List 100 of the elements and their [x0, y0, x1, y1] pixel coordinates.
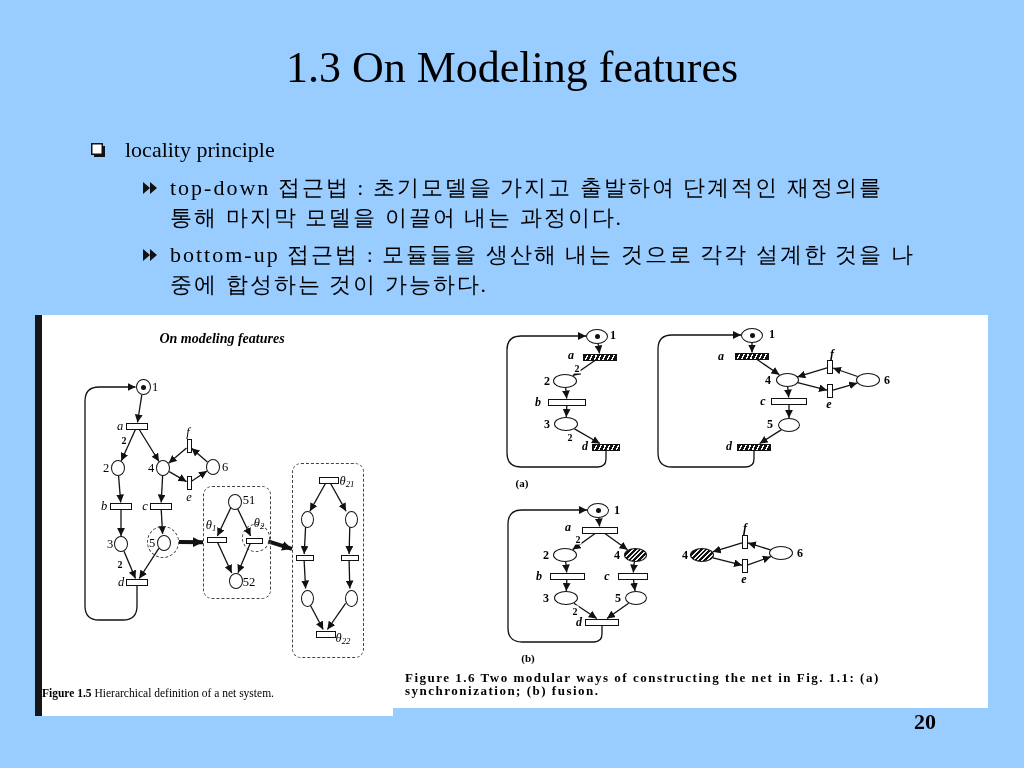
- transition-label: a: [565, 520, 571, 534]
- arrow: [346, 559, 353, 590]
- transition-bar: [186, 439, 192, 453]
- place-label: 2: [102, 461, 110, 475]
- transition-bar: [582, 526, 618, 534]
- arrow: [329, 481, 347, 512]
- place-label: 1: [614, 503, 620, 517]
- place-label: 4: [765, 373, 771, 387]
- arrow: [784, 386, 791, 399]
- transition-bar: [319, 476, 339, 484]
- arrow: [118, 508, 124, 537]
- arrow: [309, 481, 327, 512]
- arrow: [159, 508, 166, 535]
- arrow: [120, 428, 137, 462]
- place-label: 4: [147, 461, 155, 475]
- arrow: [631, 578, 637, 592]
- arrow: [758, 429, 782, 445]
- place-label: 4: [614, 548, 620, 562]
- transition-label: a: [568, 348, 574, 362]
- place-label: 1: [610, 328, 616, 342]
- transition-label: e: [826, 397, 832, 411]
- transition-bar: [110, 502, 132, 510]
- arrow: [604, 532, 629, 551]
- place-label: 1: [769, 327, 775, 341]
- arrow: [832, 367, 859, 378]
- transition-bar: [296, 555, 314, 561]
- arrow: [236, 507, 252, 537]
- arrow: [657, 332, 755, 468]
- thick-arrow: [179, 538, 203, 546]
- figure-caption: Figure 1.6 Two modular ways of constructing the net in Fig. 1.1: (a) synchronization; (b) fusion.: [405, 671, 881, 697]
- place-label: 5: [615, 591, 621, 605]
- place-label: 51: [242, 493, 256, 507]
- transition-bar: [742, 559, 748, 573]
- arrow: [346, 525, 353, 555]
- transition-bar: [549, 572, 585, 580]
- place-label: 1: [151, 380, 159, 394]
- arrow: [832, 382, 858, 391]
- transition-label: θ$_{21}$: [339, 474, 355, 492]
- transition-label: θ$_{22}$: [335, 631, 351, 649]
- arrow: [712, 557, 743, 567]
- transition-label: c: [604, 569, 610, 583]
- arrow: [138, 428, 160, 463]
- arrow: [595, 342, 602, 355]
- place-label: 3: [544, 417, 550, 431]
- transition-label: d: [117, 575, 125, 589]
- transition-label: θ$_{1}$: [205, 518, 217, 536]
- transition-label: b: [100, 499, 108, 513]
- transition-label: d: [582, 439, 588, 453]
- place-label: 2: [543, 548, 549, 562]
- transition-bar: [585, 618, 619, 626]
- place-label: 5: [148, 536, 156, 550]
- place-label: 4: [682, 548, 688, 562]
- transition-label: c: [142, 499, 148, 513]
- figure-heading: On modeling features: [159, 330, 285, 348]
- arrow: [123, 550, 137, 580]
- transition-label: d: [576, 615, 582, 629]
- transition-bar: [126, 578, 148, 586]
- transition-label: f: [830, 347, 834, 361]
- transition-bar: [592, 443, 620, 451]
- transition-bar: [341, 555, 359, 561]
- subfigure-label: (b): [521, 651, 535, 665]
- arrow: [786, 403, 792, 419]
- transition-bar: [742, 535, 748, 549]
- arrow: [84, 384, 138, 621]
- edge-label: 2: [571, 605, 579, 617]
- place-label: 5: [767, 417, 773, 431]
- transition-label: e: [741, 572, 747, 586]
- edge-label: 2: [573, 362, 581, 374]
- arrow: [606, 602, 630, 620]
- place-label: 6: [221, 460, 229, 474]
- arrow: [190, 470, 208, 482]
- dashed-box: [292, 463, 364, 658]
- arrow: [135, 394, 143, 424]
- arrow: [326, 602, 347, 631]
- arrow: [117, 475, 124, 504]
- arrow: [301, 525, 308, 555]
- transition-label: f: [743, 521, 747, 535]
- arrow: [563, 404, 570, 418]
- arrow: [216, 507, 232, 537]
- arrow: [573, 602, 598, 620]
- arrow: [631, 561, 638, 574]
- arrow: [749, 341, 755, 354]
- arrow: [573, 428, 601, 445]
- edge-label: 2: [566, 431, 574, 443]
- transition-label: a: [116, 419, 124, 433]
- edge-label: 2: [574, 533, 582, 545]
- edge-label: 2: [116, 558, 124, 570]
- arrow: [158, 475, 165, 504]
- transition-label: b: [535, 395, 541, 409]
- thick-arrow: [267, 539, 293, 551]
- arrow: [712, 542, 743, 553]
- bullet-text: top-down 접근법 : 초기모델을 가지고 출발하여 단계적인 재정의를 통해 마지막 모델을 이끌어 내는 과정이다.: [170, 174, 884, 232]
- slide-title: 1.3 On Modeling features: [285, 43, 739, 93]
- transition-bar: [583, 353, 617, 361]
- place-label: 2: [544, 374, 550, 388]
- arrow: [506, 333, 607, 468]
- transition-label: a: [718, 349, 724, 363]
- transition-bar: [735, 352, 769, 360]
- arrow: [216, 541, 233, 574]
- place-label: 6: [884, 373, 890, 387]
